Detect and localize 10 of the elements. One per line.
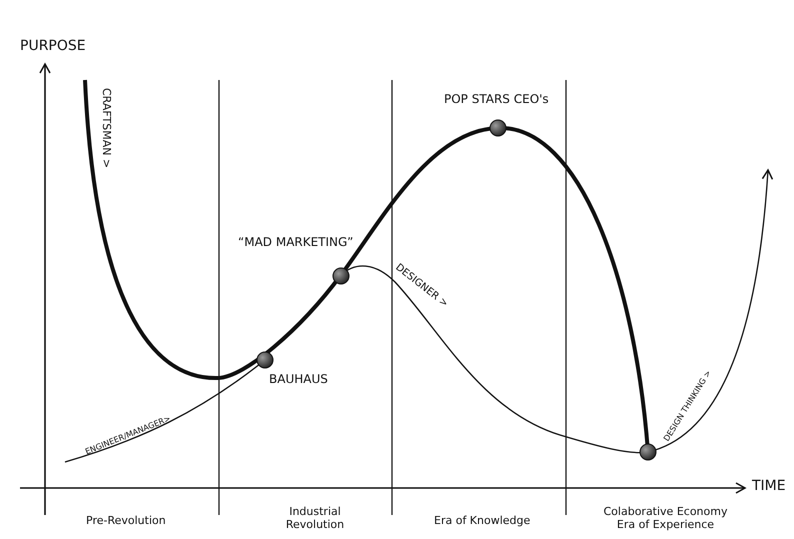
axis-label: TIME: [752, 478, 786, 494]
point-label: BAUHAUS: [269, 373, 328, 387]
curve-label: CRAFTSMAN >: [99, 88, 112, 168]
axis-label: PURPOSE: [20, 38, 86, 54]
era-label: Pre-Revolution: [86, 515, 166, 528]
point-label: “MAD MARKETING”: [238, 236, 354, 250]
era-label: Industrial Revolution: [284, 506, 346, 532]
era-label: Colaborative Economy Era of Experience: [602, 506, 728, 532]
era-label: Era of Knowledge: [434, 515, 530, 528]
point-label: POP STARS CEO's: [444, 93, 549, 107]
